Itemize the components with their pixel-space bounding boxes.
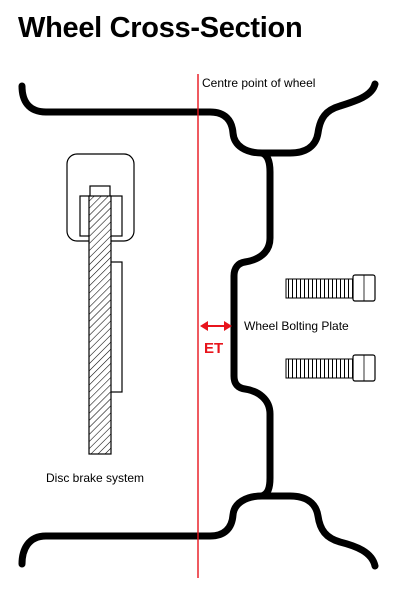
et-label: ET [204,340,224,357]
brake-disc-flange [109,261,123,393]
wheel-centre-web [230,149,274,500]
page-title: Wheel Cross-Section [18,12,303,44]
wheel-bolt-lower [285,354,376,382]
et-offset-arrow [200,321,232,331]
bolting-plate-label: Wheel Bolting Plate [244,319,349,333]
wheel-bolt-upper [285,274,376,302]
centre-point-label: Centre point of wheel [202,76,316,90]
brake-disc [88,195,112,455]
disc-brake-label: Disc brake system [46,471,145,485]
